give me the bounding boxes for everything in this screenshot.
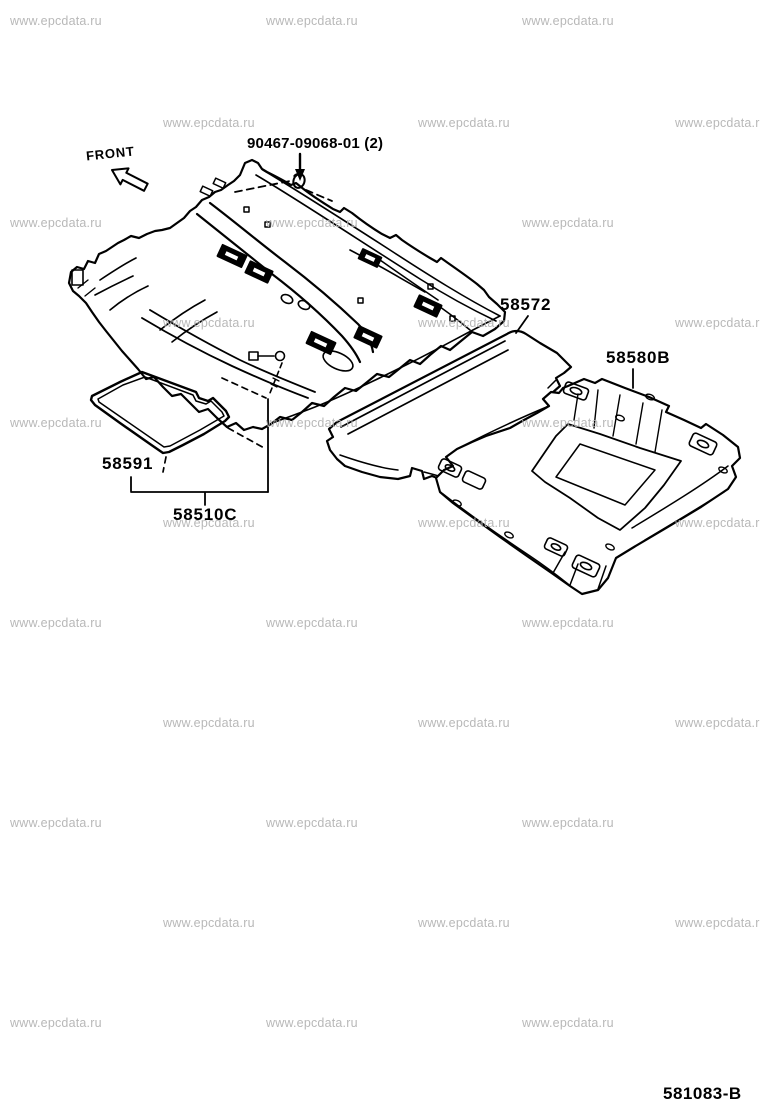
floor-carpet-drawing xyxy=(67,158,507,432)
part-label-luggage-tray[interactable]: 58580B xyxy=(606,348,671,367)
clip-position-dashed-line xyxy=(234,180,291,193)
part-label-floor-mat[interactable]: 58591 xyxy=(102,454,154,473)
pad-leader-line xyxy=(515,315,529,334)
fastener-arrowhead xyxy=(295,169,305,181)
fastener-clip xyxy=(292,152,306,189)
floor-mat-drawing xyxy=(89,370,267,473)
callout-bracket xyxy=(130,398,269,506)
mat-placement-dashed-line xyxy=(221,377,267,399)
carpet-fastener-detail xyxy=(248,350,286,394)
drawing-number: 581083-B xyxy=(663,1084,742,1103)
part-label-fastener[interactable]: 90467-09068-01 (2) xyxy=(247,135,384,152)
front-direction-arrow xyxy=(111,167,149,192)
seat-anchor-brackets xyxy=(216,243,443,356)
part-label-silencer-pad[interactable]: 58572 xyxy=(500,295,552,314)
part-label-floor-carpet[interactable]: 58510C xyxy=(173,505,238,524)
luggage-tray-drawing xyxy=(434,368,742,596)
